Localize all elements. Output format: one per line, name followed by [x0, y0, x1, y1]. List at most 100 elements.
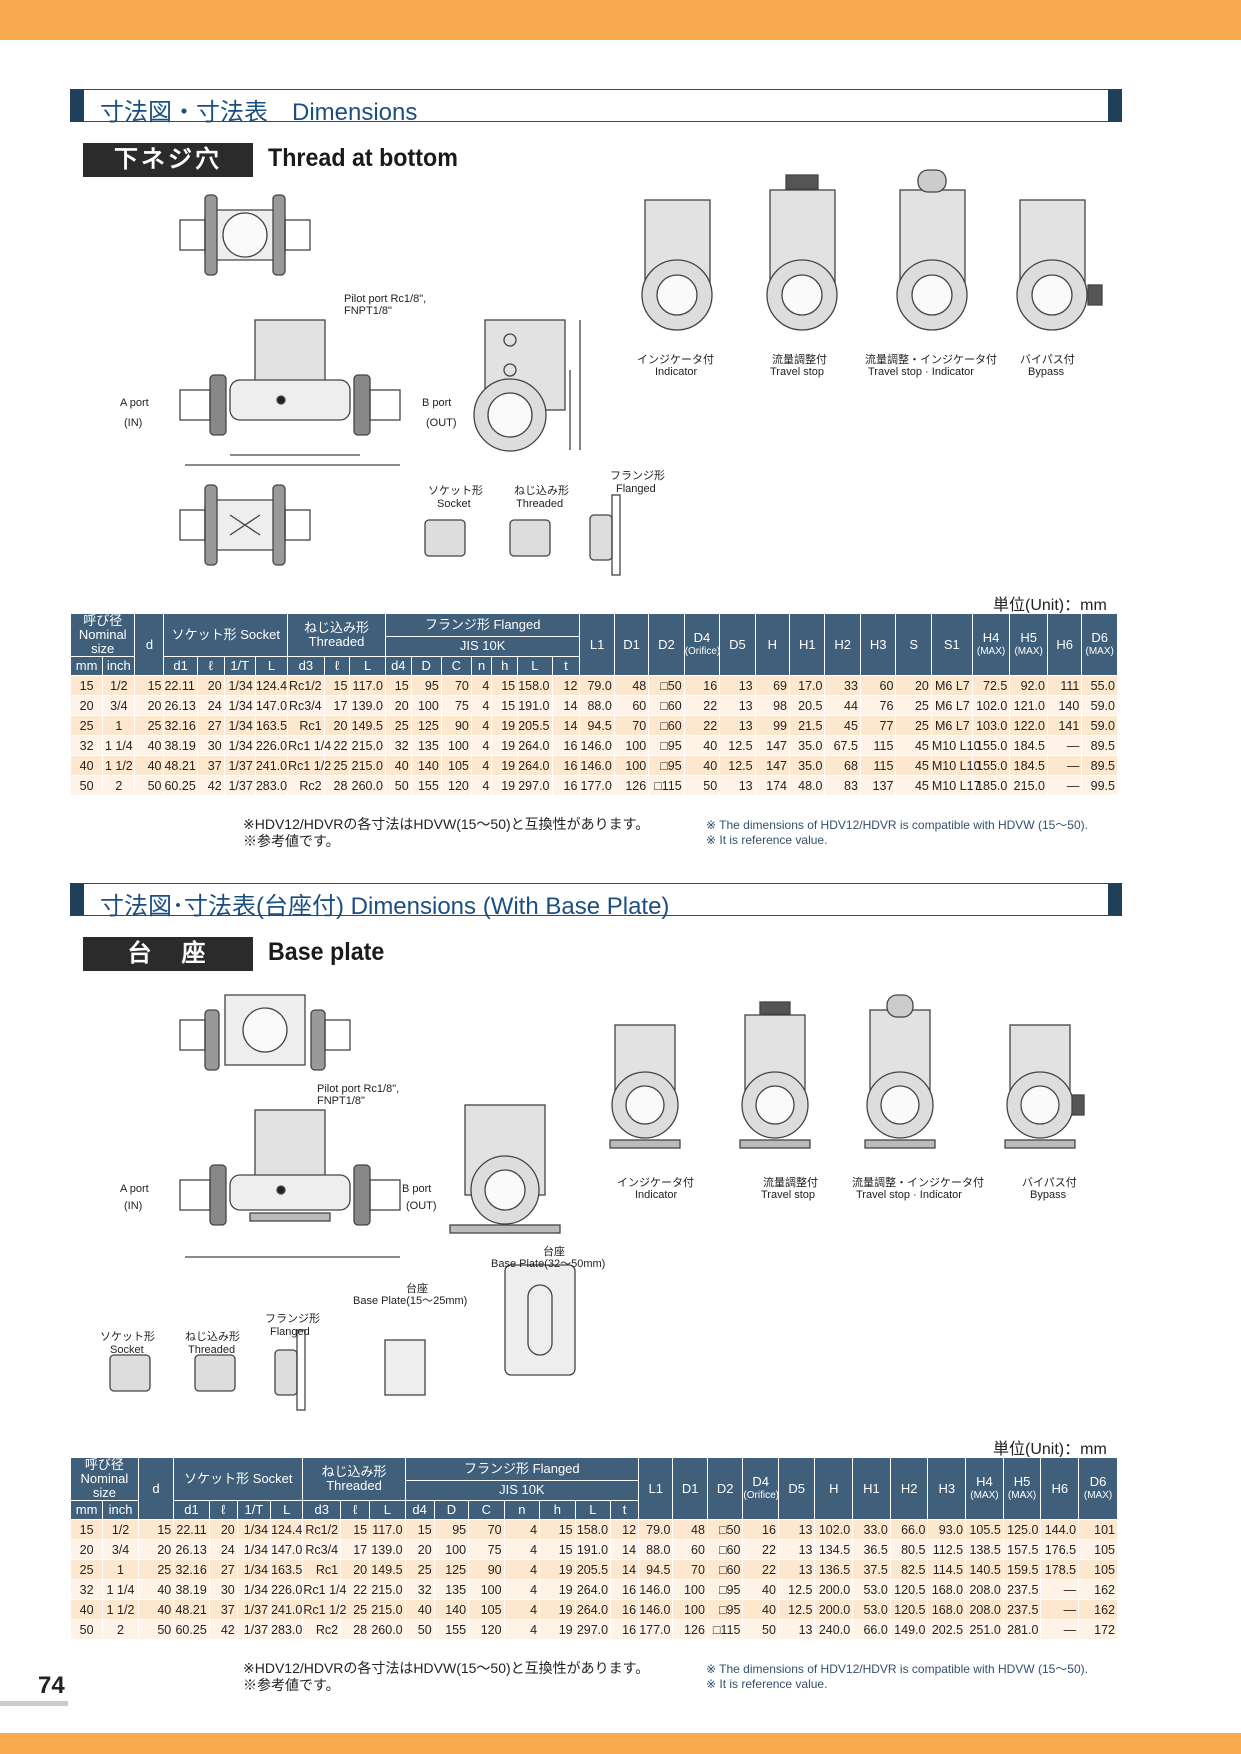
- table-cell: 19: [539, 1579, 576, 1600]
- table-cell: 50: [69, 1619, 104, 1640]
- table-cell: 15: [539, 1519, 576, 1540]
- table-cell: 100: [613, 755, 650, 776]
- table-cell: 177.0: [638, 1619, 674, 1640]
- table-cell: 40: [134, 735, 165, 756]
- table-cell: Rc3/4: [287, 695, 325, 716]
- table-cell: 94.5: [638, 1559, 674, 1580]
- table-cell: 25: [404, 1559, 435, 1580]
- table-cell: 70: [468, 1519, 505, 1540]
- table-cell: 2: [102, 1619, 139, 1640]
- header-t: t: [551, 656, 581, 676]
- table-cell: 4: [503, 1539, 541, 1560]
- table-cell: 100: [468, 1579, 505, 1600]
- table-cell: 100: [672, 1599, 708, 1620]
- table-cell: 1/37: [223, 775, 256, 796]
- table-cell: 138.5: [965, 1539, 1004, 1560]
- table-cell: 30: [208, 1579, 238, 1600]
- table-cell: 20: [69, 695, 104, 716]
- table-cell: 12.5: [777, 1599, 816, 1620]
- table-cell: 191.0: [574, 1539, 612, 1560]
- table-cell: 21.5: [789, 715, 826, 736]
- table-cell: 114.5: [927, 1559, 967, 1580]
- table-cell: 82.5: [889, 1559, 929, 1580]
- a-port-in-label-2: (IN): [124, 1200, 142, 1212]
- table-cell: Rc1/2: [302, 1519, 342, 1540]
- table-cell: 1: [102, 1559, 139, 1580]
- table-cell: 32: [69, 1579, 104, 1600]
- base-plate-large-label-jp: 台座: [543, 1244, 565, 1258]
- table-cell: 40: [742, 1599, 779, 1620]
- b-port-label-2: B port: [402, 1183, 431, 1195]
- header-1t-2: 1/T: [236, 1500, 272, 1520]
- table-cell: 26.13: [163, 695, 198, 716]
- table-cell: 25: [137, 1559, 175, 1580]
- table-cell: 115: [859, 755, 897, 776]
- base-plate-small-label-en: Base Plate(15～25mm): [353, 1295, 467, 1307]
- table-cell: 264.0: [574, 1599, 612, 1620]
- table-cell: 4: [503, 1599, 541, 1620]
- table-cell: 93.0: [927, 1519, 967, 1540]
- flanged-label-en-2: Flanged: [270, 1326, 310, 1338]
- table-cell: 40: [69, 755, 104, 776]
- table-cell: 16: [610, 1619, 640, 1640]
- table-cell: 163.5: [254, 715, 289, 736]
- base-plate-small-label-jp: 台座: [406, 1281, 428, 1295]
- table-cell: 105: [468, 1599, 505, 1620]
- table-cell: 15: [491, 675, 519, 696]
- table-cell: 4: [470, 775, 493, 796]
- table-cell: Rc1: [302, 1559, 342, 1580]
- table-cell: 1/2: [102, 675, 136, 696]
- table-cell: 149.5: [349, 715, 386, 736]
- socket-label-en: Socket: [437, 498, 471, 510]
- table-cell: 121.0: [1009, 695, 1048, 716]
- table-cell: 16: [610, 1599, 640, 1620]
- header-jis: JIS 10K: [384, 635, 581, 658]
- header-mm: mm: [69, 656, 104, 676]
- table-cell: 140.5: [965, 1559, 1004, 1580]
- table-cell: 90: [440, 715, 472, 736]
- table-cell: 66.0: [852, 1619, 891, 1640]
- table-cell: 237.5: [1002, 1579, 1042, 1600]
- header-flanged-2: フランジ形 Flanged: [404, 1457, 640, 1481]
- table-cell: 4: [470, 735, 493, 756]
- indicator-label-jp: インジケータ付: [637, 353, 714, 366]
- section-title: 寸法図・寸法表 Dimensions: [100, 99, 418, 126]
- table-cell: 162: [1078, 1579, 1118, 1600]
- table-cell: 76: [859, 695, 897, 716]
- pilot-port-label-2: Pilot port Rc1/8",: [317, 1083, 399, 1095]
- header-C-2: C: [468, 1500, 505, 1520]
- table-cell: 20: [196, 675, 225, 696]
- section-header-base-plate: 寸法図･寸法表(台座付) Dimensions (With Base Plate…: [70, 883, 1122, 920]
- socket-label-en-2: Socket: [110, 1344, 144, 1356]
- table-cell: 155: [433, 1619, 470, 1640]
- table-cell: —: [1046, 775, 1083, 796]
- table-cell: 15: [340, 1519, 371, 1540]
- table-cell: 32: [404, 1579, 435, 1600]
- table-cell: 20: [384, 695, 412, 716]
- pilot-port-label-2: FNPT1/8": [344, 305, 392, 317]
- table-cell: 40: [742, 1579, 779, 1600]
- table-cell: 50: [69, 775, 104, 796]
- table-cell: 157.5: [1002, 1539, 1042, 1560]
- table-cell: 16: [551, 735, 581, 756]
- table-cell: 200.0: [814, 1599, 854, 1620]
- table-cell: —: [1040, 1599, 1080, 1620]
- table-cell: 1/2: [102, 1519, 139, 1540]
- header-S: S: [895, 613, 932, 676]
- travel-indicator-label-en: Travel stop · Indicator: [868, 366, 974, 378]
- table-cell: 33.0: [852, 1519, 891, 1540]
- note-jp-2-s2: ※参考値です。: [243, 1677, 340, 1693]
- table-cell: 16: [551, 755, 581, 776]
- table-cell: 1/37: [223, 755, 256, 776]
- table-cell: 162: [1078, 1599, 1118, 1620]
- header-socket: ソケット形 Socket: [163, 613, 289, 657]
- table-cell: 75: [468, 1539, 505, 1560]
- table-cell: 19: [539, 1559, 576, 1580]
- table-cell: 124.4: [270, 1519, 304, 1540]
- table-cell: □95: [648, 735, 685, 756]
- table-cell: 88.0: [579, 695, 615, 716]
- table-cell: 125: [433, 1559, 470, 1580]
